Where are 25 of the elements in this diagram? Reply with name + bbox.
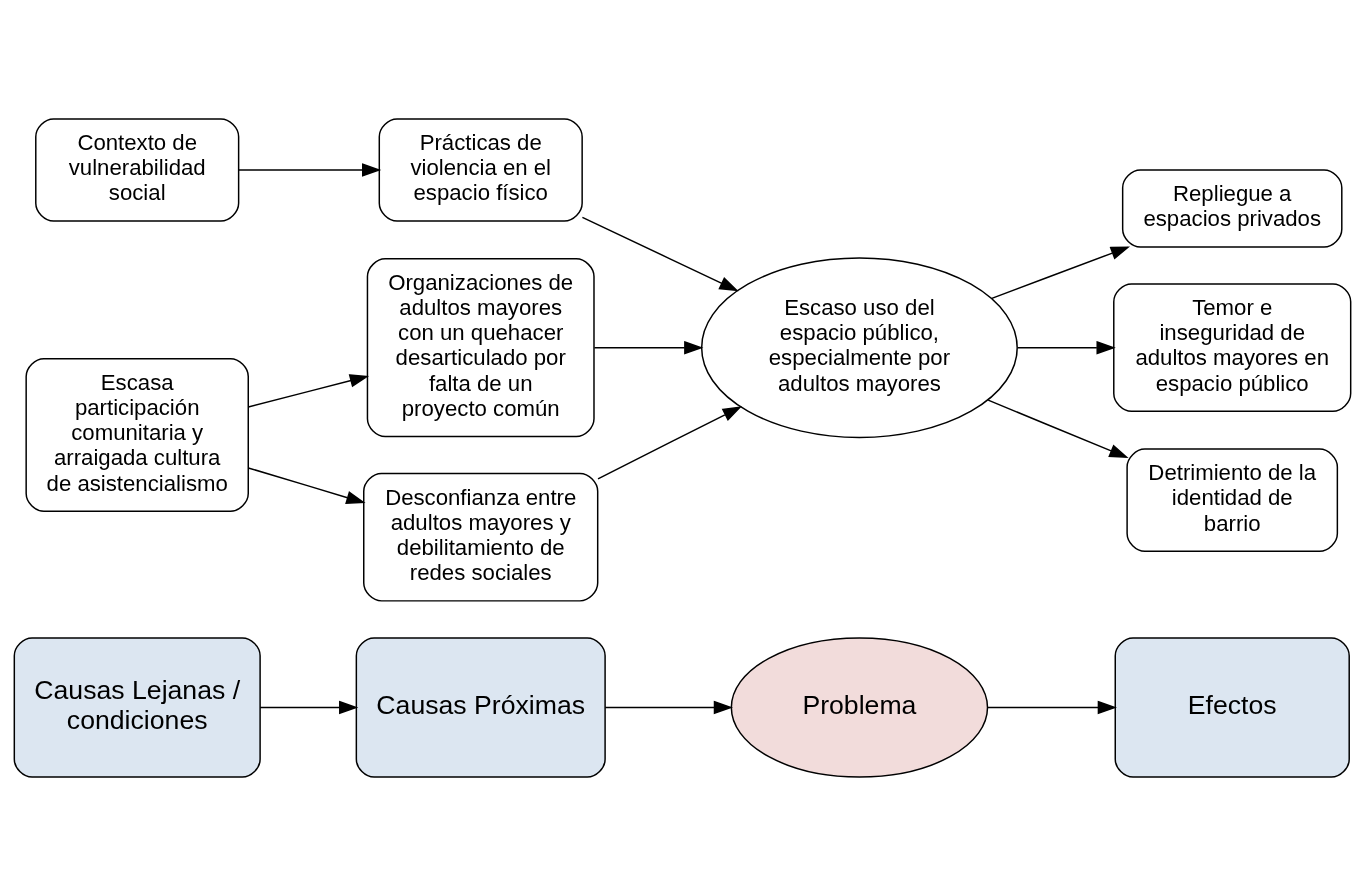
node-box: Escasa participación comunitaria y arraigada cultura de asistencialismo — [25, 357, 249, 512]
arrow — [581, 216, 739, 291]
arrow — [247, 373, 370, 408]
node-ellipse: Problema — [730, 636, 989, 778]
arrow — [247, 466, 366, 504]
node-ellipse: Escaso uso del espacio público, especialmente por adultos mayores — [700, 256, 1018, 438]
arrow — [597, 405, 742, 480]
node-box: Desconfianza entre adultos mayores y debilitamiento de redes sociales — [363, 472, 599, 602]
node-box: Efectos — [1114, 636, 1350, 778]
node-box: Prácticas de violencia en el espacio físico — [378, 117, 583, 222]
node-box: Organizaciones de adultos mayores con un quehacer desarticulado por falta de un proyecto común — [366, 257, 595, 437]
node-box: Detrimiento de la identidad de barrio — [1126, 447, 1339, 552]
arrow — [593, 340, 704, 354]
arrow — [604, 700, 734, 714]
node-box: Temor e inseguridad de adultos mayores en espacio público — [1113, 282, 1352, 412]
node-box: Causas Próximas — [355, 636, 606, 778]
node-box: Causas Lejanas / condiciones — [13, 636, 261, 778]
node-box: Contexto de vulnerabilidad social — [35, 117, 240, 222]
arrow — [986, 700, 1117, 714]
arrow — [991, 245, 1131, 299]
node-box: Repliegue a espacios privados — [1121, 168, 1343, 248]
arrow — [987, 398, 1129, 458]
arrow — [259, 700, 359, 714]
arrow — [1017, 340, 1116, 354]
arrow — [238, 162, 382, 177]
